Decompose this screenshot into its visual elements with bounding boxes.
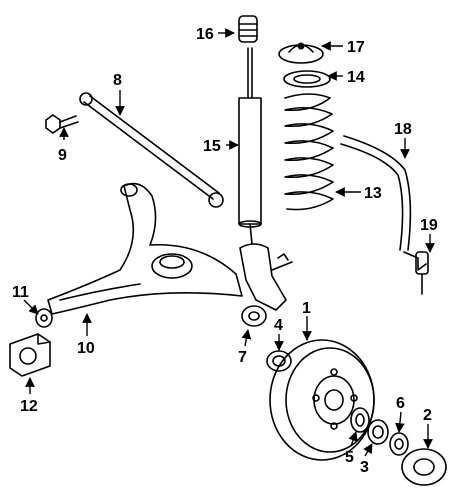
- bolt: [45, 114, 79, 134]
- bushing: [35, 308, 53, 328]
- callout-17: 17: [347, 39, 365, 56]
- washer: [389, 432, 409, 456]
- callout-12: 12: [20, 398, 38, 415]
- stabilizer-link: [403, 251, 429, 295]
- callout-3: 3: [360, 459, 369, 476]
- leader-lines: [23, 28, 435, 457]
- callout-4: 4: [274, 317, 283, 334]
- callout-13: 13: [364, 185, 382, 202]
- callout-5: 5: [345, 449, 354, 466]
- knuckle-bushing: [241, 305, 267, 327]
- callout-10: 10: [77, 340, 95, 357]
- outer-bearing: [367, 419, 389, 445]
- strut-bumper: [238, 15, 258, 43]
- shock-absorber: [238, 47, 262, 245]
- spring-insulator: [283, 70, 331, 88]
- callout-1: 1: [302, 300, 311, 317]
- lower-control-arm: [47, 182, 243, 315]
- mount-bracket: [9, 333, 51, 377]
- seal: [266, 350, 292, 372]
- callout-6: 6: [396, 395, 405, 412]
- callout-7: 7: [238, 349, 247, 366]
- spindle-knuckle: [239, 243, 293, 311]
- callout-11: 11: [12, 284, 29, 301]
- callout-15: 15: [203, 138, 221, 155]
- callout-16: 16: [196, 26, 214, 43]
- callout-8: 8: [113, 72, 122, 89]
- inner-bearing: [350, 407, 370, 433]
- callout-18: 18: [394, 121, 412, 138]
- callout-2: 2: [423, 407, 432, 424]
- stabilizer-bar: [340, 135, 412, 251]
- coil-spring: [284, 93, 334, 211]
- upper-control-arm: [79, 92, 224, 208]
- brake-drum: [269, 339, 375, 461]
- callout-9: 9: [58, 147, 67, 164]
- upper-strut-mount: [278, 42, 324, 64]
- callout-19: 19: [420, 217, 438, 234]
- hub-cap: [401, 448, 447, 486]
- callout-14: 14: [347, 69, 365, 86]
